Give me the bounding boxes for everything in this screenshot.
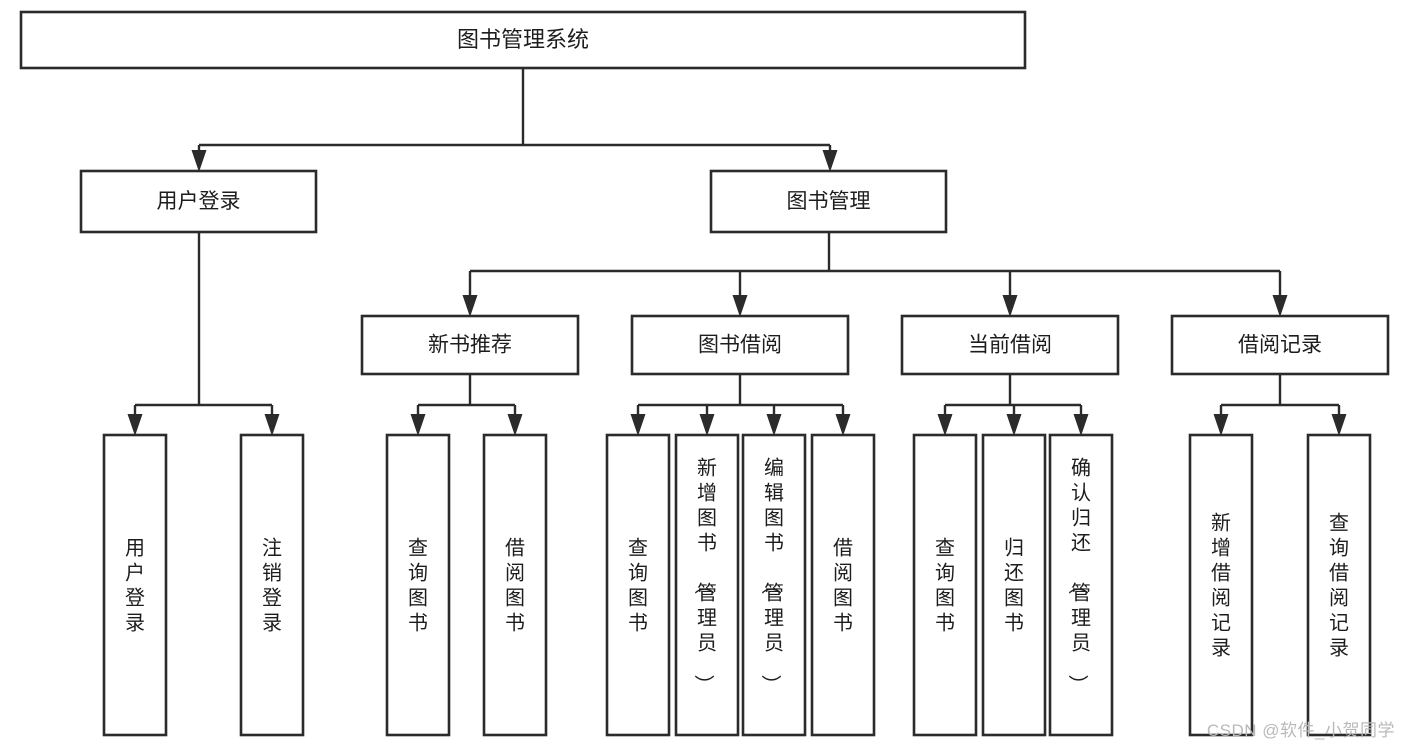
node-leaf-借阅图书[interactable]: 借阅图书	[810, 433, 876, 737]
node-label: 查询图书	[935, 537, 955, 635]
node-box[interactable]	[741, 433, 807, 737]
connector-root-to-level2	[191, 68, 838, 172]
node-leaf-编辑图书管理员[interactable]: 编辑图书（管理员）	[741, 433, 807, 737]
node-label: 借阅图书	[833, 537, 853, 635]
node-box[interactable]	[360, 314, 580, 376]
arrow-head-icon	[1213, 414, 1229, 436]
arrow-head-icon	[1331, 414, 1347, 436]
node-box[interactable]	[79, 169, 318, 234]
node-l3-新书推荐[interactable]: 新书推荐	[360, 314, 580, 376]
node-label: 注销登录	[262, 537, 282, 635]
node-box[interactable]	[630, 314, 850, 376]
arrow-head-icon	[766, 414, 782, 436]
node-label: 用户登录	[125, 538, 145, 635]
arrow-head-icon	[732, 295, 748, 317]
node-box[interactable]	[709, 169, 948, 234]
node-leaf-新增图书管理员[interactable]: 新增图书（管理员）	[674, 433, 740, 737]
arrow-head-icon	[264, 414, 280, 436]
node-box[interactable]	[605, 433, 671, 737]
node-label: 查询图书	[628, 537, 648, 635]
node-label: 查询借阅记录	[1329, 512, 1349, 660]
node-leaf-查询图书[interactable]: 查询图书	[912, 433, 978, 737]
node-leaf-注销登录[interactable]: 注销登录	[239, 433, 305, 737]
node-leaf-新增借阅记录[interactable]: 新增借阅记录	[1188, 433, 1254, 737]
arrow-head-icon	[835, 414, 851, 436]
node-leaf-归还图书[interactable]: 归还图书	[981, 433, 1047, 737]
arrow-head-icon	[699, 414, 715, 436]
node-box[interactable]	[19, 10, 1027, 70]
arrow-head-icon	[462, 295, 478, 317]
node-label: 新增图书（管理员）	[692, 457, 717, 695]
arrow-head-icon	[1002, 295, 1018, 317]
node-box[interactable]	[482, 433, 548, 737]
node-label: 归还图书	[1004, 537, 1024, 635]
node-label: 图书管理	[787, 190, 871, 213]
node-box[interactable]	[1306, 433, 1372, 737]
node-box[interactable]	[102, 433, 168, 737]
node-box[interactable]	[1048, 433, 1114, 737]
node-label: 用户登录	[157, 190, 241, 213]
node-leaf-借阅图书[interactable]: 借阅图书	[482, 433, 548, 737]
watermark-label: CSDN @软件_小贺同学	[1206, 721, 1395, 740]
node-box[interactable]	[912, 433, 978, 737]
node-leaf-用户登录[interactable]: 用户登录	[102, 433, 168, 737]
node-l3-图书借阅[interactable]: 图书借阅	[630, 314, 850, 376]
connector-record-to-leaves	[1213, 374, 1347, 436]
node-label: 图书借阅	[698, 334, 782, 357]
node-label: 借阅图书	[505, 537, 525, 635]
node-l3-借阅记录[interactable]: 借阅记录	[1170, 314, 1390, 376]
node-label: 借阅记录	[1238, 334, 1322, 357]
node-label: 新书推荐	[428, 334, 512, 357]
node-label: 确认归还（管理员）	[1066, 457, 1091, 695]
arrow-head-icon	[1073, 414, 1089, 436]
node-box[interactable]	[385, 433, 451, 737]
connector-newbook-to-leaves	[410, 374, 523, 436]
node-l2-图书管理[interactable]: 图书管理	[709, 169, 948, 234]
node-l3-当前借阅[interactable]: 当前借阅	[900, 314, 1120, 376]
arrow-head-icon	[410, 414, 426, 436]
node-label: 新增借阅记录	[1211, 512, 1231, 660]
node-label: 当前借阅	[968, 334, 1052, 357]
arrow-head-icon	[191, 150, 207, 172]
node-leaf-查询图书[interactable]: 查询图书	[385, 433, 451, 737]
arrow-head-icon	[937, 414, 953, 436]
arrow-head-icon	[1006, 414, 1022, 436]
node-label: 查询图书	[408, 537, 428, 635]
node-box[interactable]	[900, 314, 1120, 376]
node-box[interactable]	[239, 433, 305, 737]
connector-books-to-level3	[462, 232, 1288, 317]
arrow-head-icon	[630, 414, 646, 436]
arrow-head-icon	[822, 150, 838, 172]
node-box[interactable]	[981, 433, 1047, 737]
node-root-图书管理系统[interactable]: 图书管理系统	[19, 10, 1027, 70]
arrow-head-icon	[127, 414, 143, 436]
node-l2-用户登录[interactable]: 用户登录	[79, 169, 318, 234]
node-box[interactable]	[674, 433, 740, 737]
node-box[interactable]	[1170, 314, 1390, 376]
arrow-head-icon	[1272, 295, 1288, 317]
connector-login-to-leaves	[127, 232, 280, 436]
node-leaf-确认归还管理员[interactable]: 确认归还（管理员）	[1048, 433, 1114, 737]
arrow-head-icon	[507, 414, 523, 436]
node-leaf-查询图书[interactable]: 查询图书	[605, 433, 671, 737]
node-label: 编辑图书（管理员）	[759, 457, 784, 695]
node-box[interactable]	[810, 433, 876, 737]
connector-borrow-to-leaves	[630, 374, 851, 436]
node-label: 图书管理系统	[457, 27, 589, 52]
connector-current-to-leaves	[937, 374, 1089, 436]
node-box[interactable]	[1188, 433, 1254, 737]
node-leaf-查询借阅记录[interactable]: 查询借阅记录	[1306, 433, 1372, 737]
